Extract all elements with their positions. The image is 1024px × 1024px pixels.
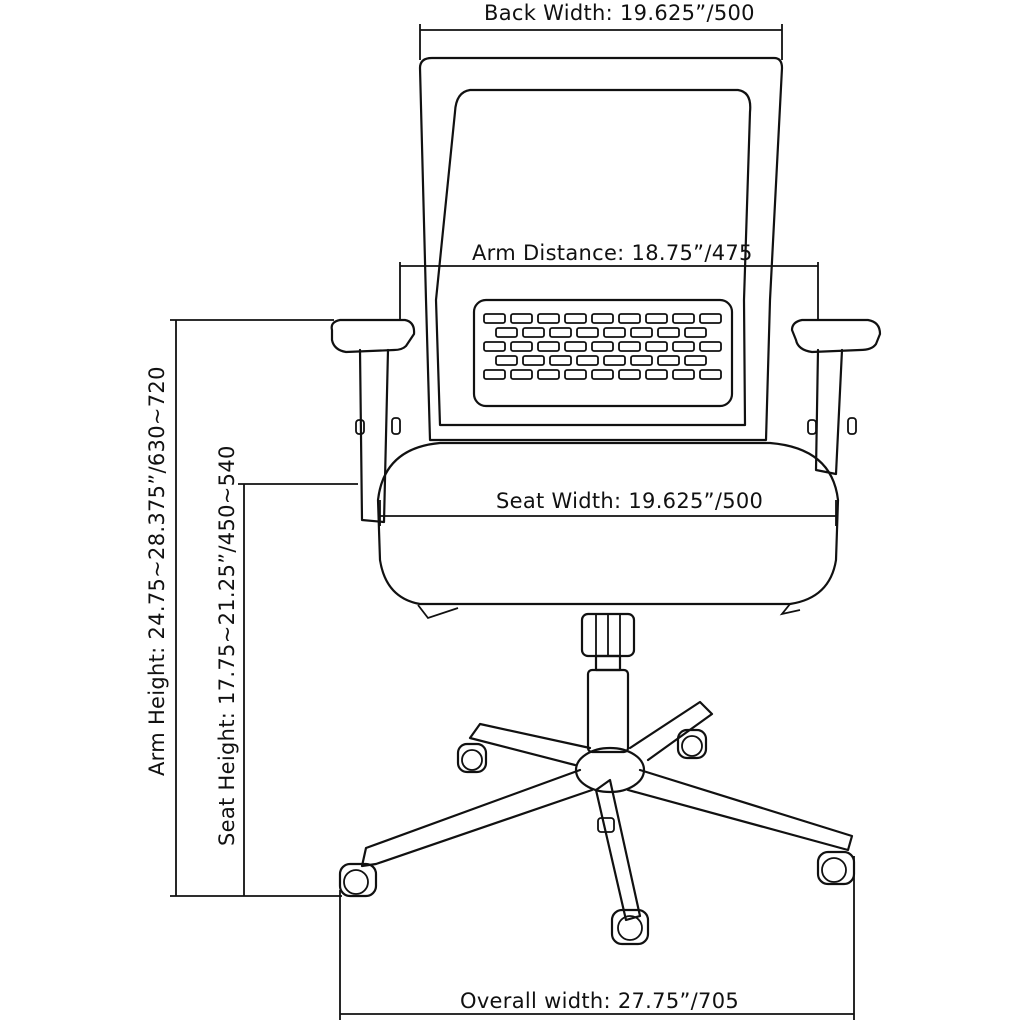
lumbar-support — [472, 298, 734, 408]
arm-height-dimension — [170, 319, 342, 897]
overall-width-dimension — [339, 856, 855, 1020]
armrest-right-post — [814, 348, 844, 476]
armrest-right-knob-back — [807, 419, 817, 435]
seat-base-left — [417, 604, 459, 620]
base-leg-back-left — [468, 722, 592, 767]
cylinder-ribs — [595, 614, 621, 656]
lumbar-slot — [699, 341, 722, 352]
lumbar-slot — [645, 369, 668, 380]
lumbar-slot — [510, 313, 533, 324]
seat-height-label: Seat Height: 17.75~21.25”/450~540 — [215, 445, 239, 846]
lumbar-slot — [483, 341, 506, 352]
lumbar-slot — [495, 355, 518, 366]
backrest-frame — [418, 56, 784, 442]
lumbar-slot — [618, 341, 641, 352]
armrest-right-knob-front — [847, 417, 857, 435]
lumbar-slot — [591, 313, 614, 324]
caster-back-right — [676, 728, 708, 760]
lumbar-slot — [630, 327, 653, 338]
overall-width-label: Overall width: 27.75”/705 — [460, 989, 739, 1013]
back-width-label: Back Width: 19.625”/500 — [484, 1, 755, 25]
arm-distance-dimension — [399, 262, 819, 320]
lumbar-slot — [564, 341, 587, 352]
base-hub-bottom — [597, 817, 615, 833]
lumbar-slot — [603, 355, 626, 366]
caster-front-right — [816, 850, 856, 886]
dimension-labels: Back Width: 19.625”/500 Arm Distance: 18… — [145, 1, 763, 1013]
lumbar-slot — [495, 327, 518, 338]
back-width-dimension — [419, 24, 783, 60]
arm-height-label: Arm Height: 24.75~28.375”/630~720 — [145, 366, 169, 776]
lumbar-slot — [537, 313, 560, 324]
lumbar-slot — [564, 369, 587, 380]
seat-height-dimension — [238, 483, 358, 896]
lumbar-slot — [510, 341, 533, 352]
lumbar-slot — [522, 327, 545, 338]
lumbar-slot — [537, 369, 560, 380]
lumbar-slot — [699, 369, 722, 380]
lumbar-slot — [657, 327, 680, 338]
armrest-right-pad — [790, 318, 882, 354]
lumbar-slot — [537, 341, 560, 352]
chair-illustration — [330, 56, 882, 946]
lumbar-slot — [591, 369, 614, 380]
armrest-left-knob-front — [355, 419, 365, 435]
seat-cushion — [376, 441, 840, 606]
lumbar-slot — [564, 313, 587, 324]
lumbar-slot — [576, 327, 599, 338]
lumbar-slot — [645, 341, 668, 352]
lumbar-slot — [510, 369, 533, 380]
lumbar-slot — [618, 313, 641, 324]
caster-front-left — [338, 862, 378, 898]
base-leg-front-left — [360, 768, 594, 868]
caster-back-left — [456, 742, 488, 774]
lumbar-slot — [522, 355, 545, 366]
lumbar-slot — [630, 355, 653, 366]
backrest-mesh-panel — [434, 88, 752, 427]
caster-front — [610, 908, 650, 946]
lumbar-slot — [603, 327, 626, 338]
lumbar-slot — [672, 313, 695, 324]
armrest-left-pad — [330, 318, 416, 354]
lumbar-slot — [699, 313, 722, 324]
gas-cylinder — [586, 668, 630, 754]
seat-width-dimension — [379, 500, 837, 526]
lumbar-slot — [657, 355, 680, 366]
dimension-lines — [170, 24, 855, 1020]
lumbar-slot — [684, 355, 707, 366]
armrest-left-knob-back — [391, 417, 401, 435]
base-leg-front-right — [626, 768, 854, 852]
base-hub — [574, 746, 646, 794]
armrest-left-post — [358, 348, 390, 524]
lumbar-slot — [591, 341, 614, 352]
seat-base-right — [779, 603, 801, 616]
lumbar-slot — [672, 341, 695, 352]
lumbar-slot — [549, 327, 572, 338]
lumbar-slot — [549, 355, 572, 366]
arm-distance-label: Arm Distance: 18.75”/475 — [472, 241, 753, 265]
lumbar-slot — [483, 313, 506, 324]
lumbar-slot — [684, 327, 707, 338]
base-leg-front — [594, 778, 642, 922]
lumbar-slot-grid — [483, 313, 722, 380]
seat-width-label: Seat Width: 19.625”/500 — [496, 489, 763, 513]
lumbar-slot — [576, 355, 599, 366]
lumbar-slot — [672, 369, 695, 380]
lumbar-slot — [618, 369, 641, 380]
gas-cylinder-top — [594, 654, 622, 672]
lumbar-slot — [645, 313, 668, 324]
base-leg-back-right — [628, 700, 714, 762]
lumbar-slot — [483, 369, 506, 380]
